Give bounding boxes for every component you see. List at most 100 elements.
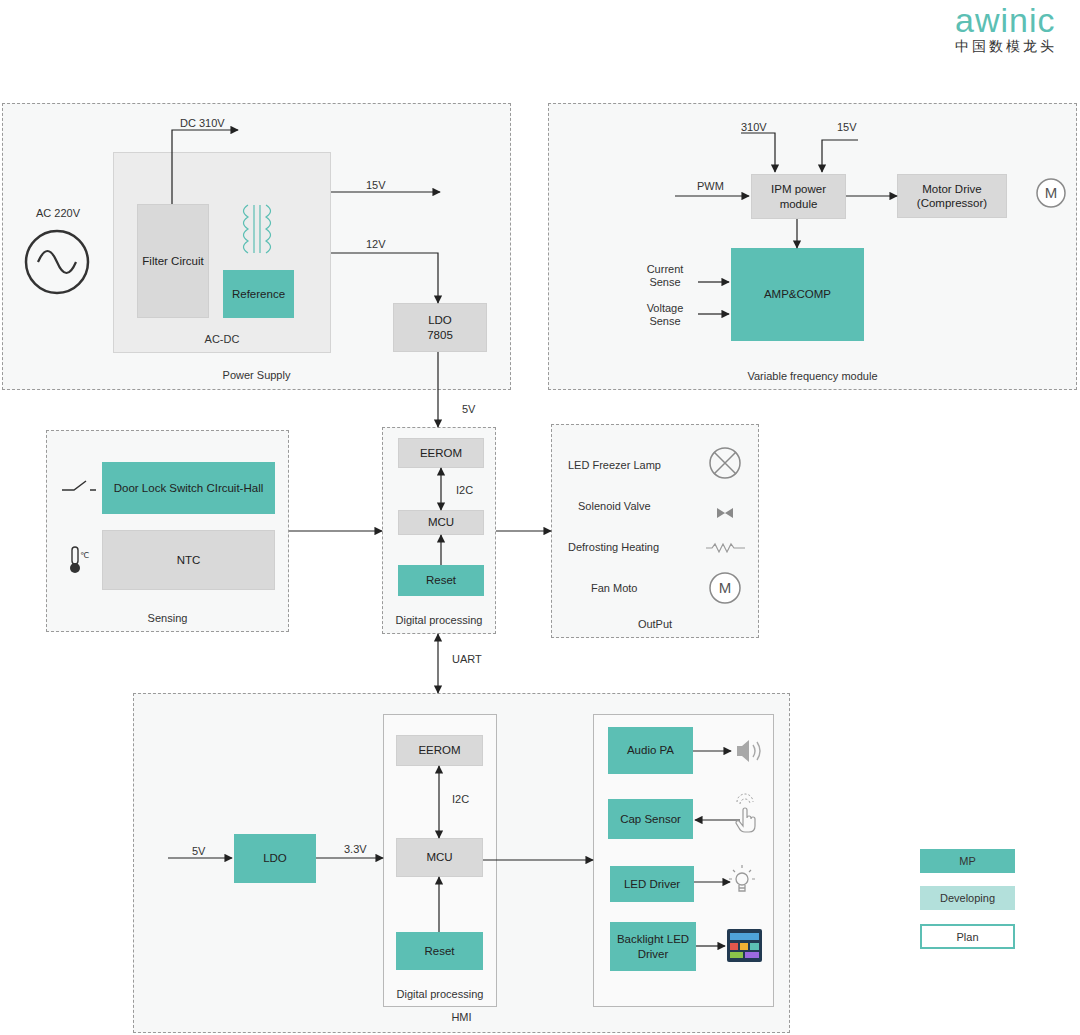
screen-tile (750, 943, 759, 950)
bulb-base (739, 885, 745, 891)
connector-arrow (483, 859, 593, 860)
transformer-core (259, 205, 260, 253)
supply-wire (741, 133, 775, 172)
signal-wire (696, 945, 725, 946)
supply-wire (331, 191, 440, 192)
thermometer-symbol (72, 547, 78, 564)
group-frame: HMILDODigital processingEEROMMCUResetAud… (133, 693, 790, 1033)
circle-shape (1037, 179, 1065, 207)
box-label: IPM power module (763, 182, 835, 211)
process-box: MCU (396, 838, 483, 877)
signal-name: Current Sense (640, 263, 690, 289)
connector-arrow (289, 530, 382, 531)
signal-name: 15V (837, 121, 857, 134)
box-label: Reset (426, 573, 456, 587)
signal-wire (694, 881, 730, 882)
legend-text: MP (959, 855, 976, 867)
transformer-coil (266, 205, 271, 253)
switch-symbol (62, 481, 96, 490)
screen-tile (745, 952, 759, 958)
bulb-symbol (736, 873, 748, 885)
process-box: IPM power module (751, 174, 846, 219)
box-label: MCU (428, 515, 454, 529)
legend-text: Developing (940, 892, 995, 904)
lamp-symbol (710, 448, 740, 478)
group-frame: Sensing Door Lock Switch CIrcuit-HallNTC (46, 430, 289, 632)
connector-arrow (438, 766, 439, 838)
screen-symbol (727, 929, 762, 962)
group-title: Sensing (47, 612, 288, 626)
edge-label: I2C (456, 484, 473, 497)
group-title: AC-DC (114, 333, 330, 347)
group-panel: Audio PA Cap SensorLED DriverBacklight LE… (593, 714, 774, 1007)
signal-name: 15V (366, 179, 386, 192)
transformer-coil (244, 205, 249, 253)
edge-label: 3.3V (344, 843, 367, 856)
box-label: Door Lock Switch CIrcuit-Hall (114, 481, 264, 495)
legend-text: Plan (956, 931, 978, 943)
box-label: Reference (232, 287, 285, 301)
process-box: MCU (398, 510, 484, 535)
connector-arrow (846, 195, 897, 196)
supply-wire (822, 140, 858, 172)
signal-name: Voltage Sense (640, 302, 690, 328)
unit-mark: ℃ (80, 551, 89, 561)
box-label: Cap Sensor (620, 812, 681, 826)
source-name: AC 220V (36, 207, 80, 220)
process-box: NTC (102, 530, 275, 590)
signal-wire (698, 281, 729, 282)
edge-label: UART (452, 653, 482, 666)
process-box: Reset (396, 932, 483, 970)
group-frame: Variable frequency moduleIPM power modul… (548, 103, 1077, 390)
resistor-symbol (706, 544, 745, 552)
process-box: Cap Sensor (608, 799, 693, 839)
box-label: NTC (177, 553, 201, 567)
screen-tile (730, 943, 738, 950)
connector-arrow (437, 634, 438, 693)
bulb-rays (729, 865, 755, 879)
process-box: Filter Circuit (137, 204, 209, 318)
connector-arrow (440, 468, 441, 510)
connector-arrow (796, 219, 797, 248)
process-box: Audio PA (608, 727, 693, 774)
signal-wire (695, 819, 740, 820)
thermometer-bulb (70, 563, 80, 573)
box-label: AMP&COMP (764, 287, 831, 301)
screen-tile (730, 933, 759, 940)
speaker-symbol (737, 740, 749, 762)
group-title: Power Supply (3, 369, 510, 383)
process-box: Motor Drive (Compressor) (897, 174, 1007, 218)
box-label: Backlight LED Driver (614, 932, 692, 961)
box-label: EEROM (420, 446, 462, 460)
connector-arrow (331, 253, 438, 303)
circle-shape (710, 573, 740, 603)
box-label: EEROM (418, 743, 460, 757)
signal-name: DC 310V (180, 117, 225, 130)
box-label: M (719, 579, 732, 598)
connector-arrow (316, 857, 383, 858)
motor-circle: M (709, 572, 741, 604)
process-box: AMP&COMP (731, 248, 864, 341)
edge-label: I2C (452, 793, 469, 806)
group-panel: Digital processingEEROMMCUReset (383, 714, 497, 1007)
group-title: Digital processing (383, 614, 495, 628)
converter-block: AC-DC Filter CircuitReference (113, 152, 331, 353)
group-title: HMI (134, 1011, 789, 1025)
connector-arrow (438, 877, 439, 932)
box-label: Filter Circuit (142, 254, 203, 268)
process-box: Reference (223, 270, 294, 318)
group-frame: OutPutM (551, 424, 759, 638)
output-name: LED Freezer Lamp (568, 459, 661, 472)
process-box: EEROM (396, 735, 483, 766)
legend-swatch: Developing (920, 886, 1015, 910)
signal-wire (698, 313, 729, 314)
box-label: LDO 7805 (420, 313, 460, 342)
ac-source-symbol (26, 231, 88, 293)
box-label: Reset (424, 944, 454, 958)
supply-wire (172, 130, 238, 204)
logo-slogan: 中国数模龙头 (955, 38, 1057, 55)
sine-wave (38, 251, 76, 273)
connector-arrow (496, 530, 551, 531)
process-box: LED Driver (610, 866, 694, 902)
edge-label: 12V (366, 238, 386, 251)
